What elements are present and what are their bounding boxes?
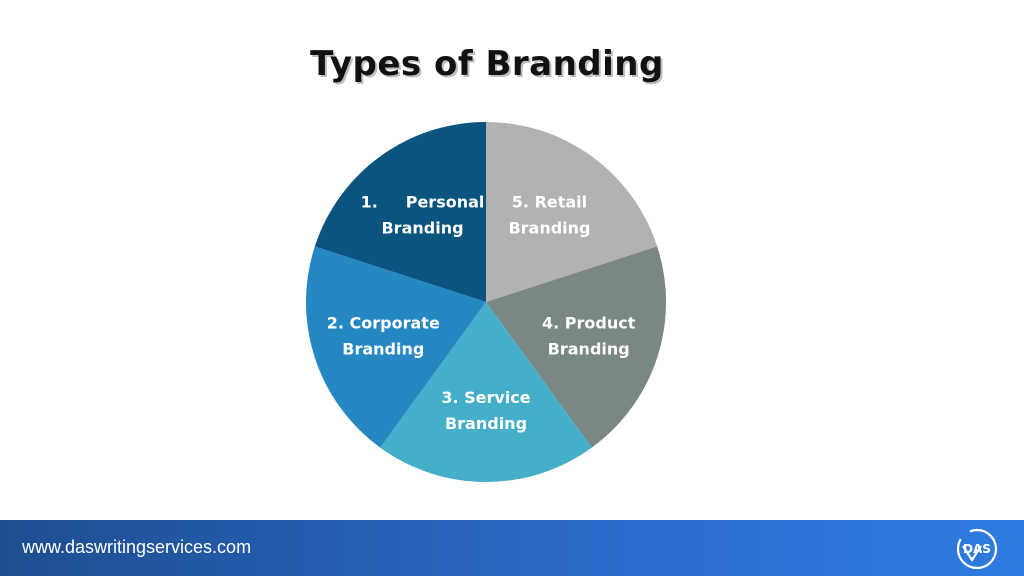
pie-slice xyxy=(305,246,486,448)
footer-bar: www.daswritingservices.com DAS xyxy=(0,520,1024,576)
pie-slice xyxy=(314,122,486,302)
pie-slice xyxy=(486,122,658,302)
website-url[interactable]: www.daswritingservices.com xyxy=(22,537,252,557)
das-logo: DAS xyxy=(956,528,998,570)
pie-slice xyxy=(380,302,592,482)
logo-text: DAS xyxy=(963,542,991,556)
pie-slice xyxy=(486,246,666,448)
chart-title: Types of Branding xyxy=(310,44,664,84)
